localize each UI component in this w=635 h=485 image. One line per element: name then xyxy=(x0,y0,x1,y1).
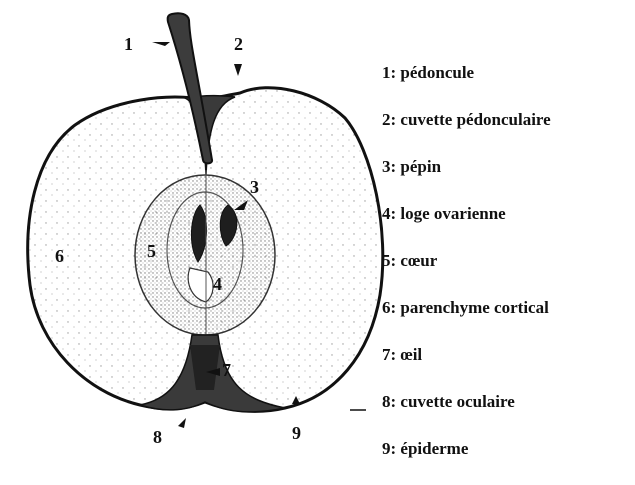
callout-4: 4 xyxy=(213,274,222,294)
legend-item-7: 7: œil xyxy=(382,344,634,391)
callout-2: 2 xyxy=(234,34,243,54)
pointer-2 xyxy=(234,64,242,76)
legend-item-4: 4: loge ovarienne xyxy=(382,203,634,250)
legend-item-2: 2: cuvette pédonculaire xyxy=(382,109,634,156)
callout-7: 7 xyxy=(222,360,231,380)
legend-item-6: 6: parenchyme cortical xyxy=(382,297,634,344)
legend-item-3: 3: pépin xyxy=(382,156,634,203)
legend-item-8: 8: cuvette oculaire xyxy=(382,391,634,438)
legend-item-5: 5: cœur xyxy=(382,250,634,297)
legend-item-9: 9: épiderme xyxy=(382,438,634,485)
callout-9: 9 xyxy=(292,423,301,443)
callout-1: 1 xyxy=(124,34,133,54)
pointer-1 xyxy=(152,42,170,46)
legend-item-1: 1: pédoncule xyxy=(382,62,634,109)
callout-5: 5 xyxy=(147,241,156,261)
callout-6: 6 xyxy=(55,246,64,266)
pointer-8 xyxy=(178,418,186,428)
core xyxy=(135,175,275,335)
legend: 1: pédoncule 2: cuvette pédonculaire 3: … xyxy=(382,62,634,485)
callout-3: 3 xyxy=(250,177,259,197)
callout-8: 8 xyxy=(153,427,162,447)
